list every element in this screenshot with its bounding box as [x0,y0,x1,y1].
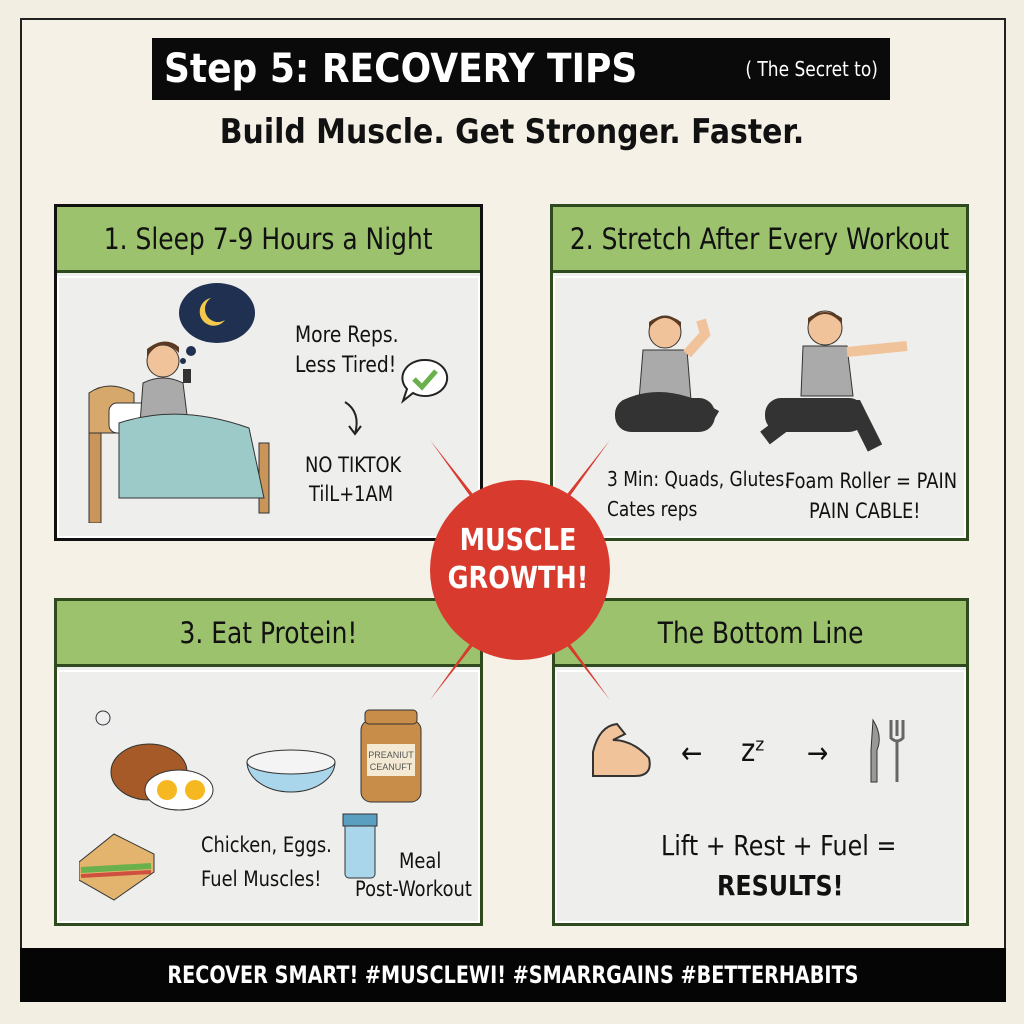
benefit-text-2: Less Tired! [295,353,397,378]
panel-title: 1. Sleep 7-9 Hours a Night [104,221,433,256]
panel-body: PREANIUT CEANUFT Chicken, Eggs. Fuel Mus… [57,670,480,923]
meal-text: Meal [399,849,442,873]
curved-arrow-icon [344,401,362,436]
panel-sleep: 1. Sleep 7-9 Hours a Night More Reps. Le… [54,204,483,541]
equation-text: Lift + Rest + Fuel = [661,829,897,862]
panel-header: The Bottom Line [555,601,966,667]
center-badge: MUSCLE GROWTH! [443,522,593,597]
badge-line-1: MUSCLE [459,523,577,558]
protein-text-2: Fuel Muscles! [201,867,322,891]
panel-header: 2. Stretch After Every Workout [553,207,966,273]
lightning-burst-icon [430,440,610,700]
food-illustrations: PREANIUT CEANUFT [79,709,422,901]
flexed-bicep-icon [592,722,651,777]
title-aside: ( The Secret to) [745,57,878,81]
pain-cable-text: PAIN CABLE! [809,499,921,523]
protein-text-1: Chicken, Eggs. [201,833,332,857]
sleep-zz-icon: zᶻ [741,731,766,769]
panel-title: 2. Stretch After Every Workout [569,221,950,256]
panel-title: The Bottom Line [657,615,864,650]
checkmark-speech-bubble-icon [400,358,449,404]
stretch-text-1: 3 Min: Quads, Glutes. [607,467,790,491]
right-arrow-icon: → [807,736,829,771]
panel-body: More Reps. Less Tired! NO TIKTOK TilL+1A… [57,276,480,538]
title-bar: Step 5: RECOVERY TIPS ( The Secret to) [152,38,890,100]
results-text: RESULTS! [717,869,844,902]
no-tiktok-text: NO TIKTOK [305,453,402,477]
benefit-text-1: More Reps. [295,323,399,348]
left-arrow-icon: ← [681,736,703,771]
post-workout-text: Post-Workout [355,877,472,901]
jar-label-2: CEANUFT [370,762,413,772]
badge-line-2: GROWTH! [447,560,589,596]
stretch-text-2: Cates reps [607,497,698,521]
panel-protein: 3. Eat Protein! PREANIUT CEANUFT Chicken… [54,598,483,926]
jar-label-1: PREANIUT [368,750,414,760]
stretching-people-illustration [615,310,908,452]
panel-body: ← zᶻ → Lift + Rest + Fuel = RESULTS! [555,670,966,923]
panel-header: 3. Eat Protein! [57,601,480,667]
panel-stretch: 2. Stretch After Every Workout 3 Min: Qu… [550,204,969,541]
fork-knife-icon [870,718,905,783]
till-1am-text: TilL+1AM [309,482,394,506]
page-title: Step 5: RECOVERY TIPS [164,46,638,92]
sleeping-person-bed-illustration [88,283,270,523]
panel-header: 1. Sleep 7-9 Hours a Night [57,207,480,273]
panel-title: 3. Eat Protein! [179,615,358,650]
foam-roller-text: Foam Roller = PAIN [785,469,958,493]
footer-text: RECOVER SMART! #MUSCLEWI! #SMARRGAINS #B… [167,961,859,989]
subtitle: Build Muscle. Get Stronger. Faster. [219,112,805,152]
footer-bar: RECOVER SMART! #MUSCLEWI! #SMARRGAINS #B… [20,948,1006,1002]
panel-body: 3 Min: Quads, Glutes. Cates reps Foam Ro… [553,276,966,538]
panel-bottom-line: The Bottom Line ← zᶻ → Lift + Rest + Fue… [552,598,969,926]
